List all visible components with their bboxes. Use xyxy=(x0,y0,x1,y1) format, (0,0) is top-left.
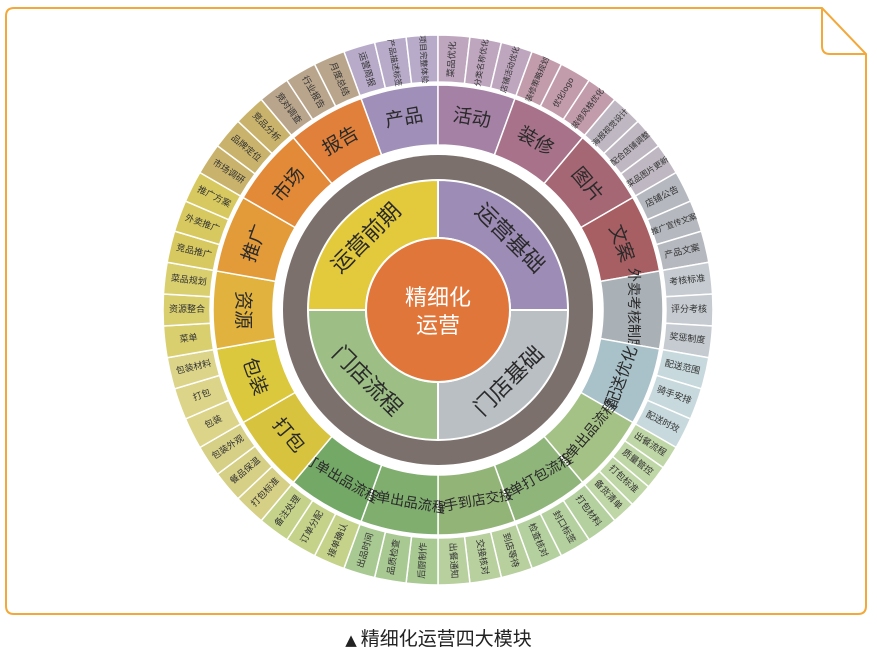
leaf-label: 评分考核 xyxy=(671,303,707,315)
figure-caption: ▲精细化运营四大模块 xyxy=(0,624,877,654)
leaf-label: 项目完整体验 xyxy=(418,35,431,83)
leaf-label: 资源整合 xyxy=(169,303,205,315)
triangle-icon: ▲ xyxy=(345,631,357,649)
module-ring: 产品活动装修图片文案外卖考核制度配送优化订单出品流程订单打包流程骑手到店交接订单… xyxy=(212,84,664,536)
frame-border xyxy=(5,7,867,615)
center-label-line2: 运营 xyxy=(416,314,460,339)
module-label: 资源 xyxy=(232,291,254,329)
leaf-ring: 运营周报产品描述标签项目完整体验菜品优化分类名称优化店铺活动优化装修策略规划优化… xyxy=(162,34,714,586)
leaf-label: 出餐通知 xyxy=(447,542,461,579)
leaf-label: 后厨制作 xyxy=(415,542,429,579)
caption-text: 精细化运营四大模块 xyxy=(360,628,532,650)
leaf-label: 菜单 xyxy=(179,331,198,345)
module-diagram: 运营周报产品描述标签项目完整体验菜品优化分类名称优化店铺活动优化装修策略规划优化… xyxy=(162,34,714,586)
module-segment xyxy=(292,97,383,185)
leaf-label: 菜品优化 xyxy=(445,41,459,78)
module-label: 外卖考核制度 xyxy=(625,268,641,352)
center-label-line1: 精细化 xyxy=(405,286,471,311)
center-circle xyxy=(365,237,511,383)
leaf-segment xyxy=(313,50,361,108)
